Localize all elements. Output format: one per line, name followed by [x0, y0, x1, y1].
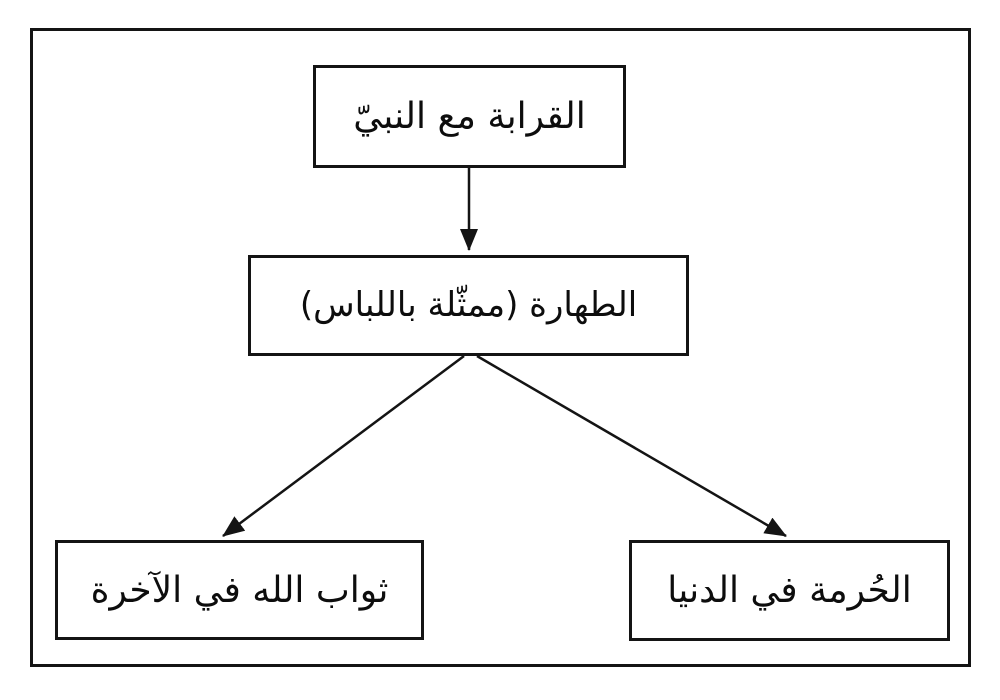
node-sanctity-in-this-world: الحُرمة في الدنيا — [629, 540, 950, 641]
node-gods-reward-in-hereafter: ثواب الله في الآخرة — [55, 540, 424, 640]
node-purity-represented-by-clothing: الطهارة (ممثّلة باللباس) — [248, 255, 689, 356]
node-kinship-with-prophet: القرابة مع النبيّ — [313, 65, 626, 168]
diagram-outer-border — [30, 28, 971, 667]
